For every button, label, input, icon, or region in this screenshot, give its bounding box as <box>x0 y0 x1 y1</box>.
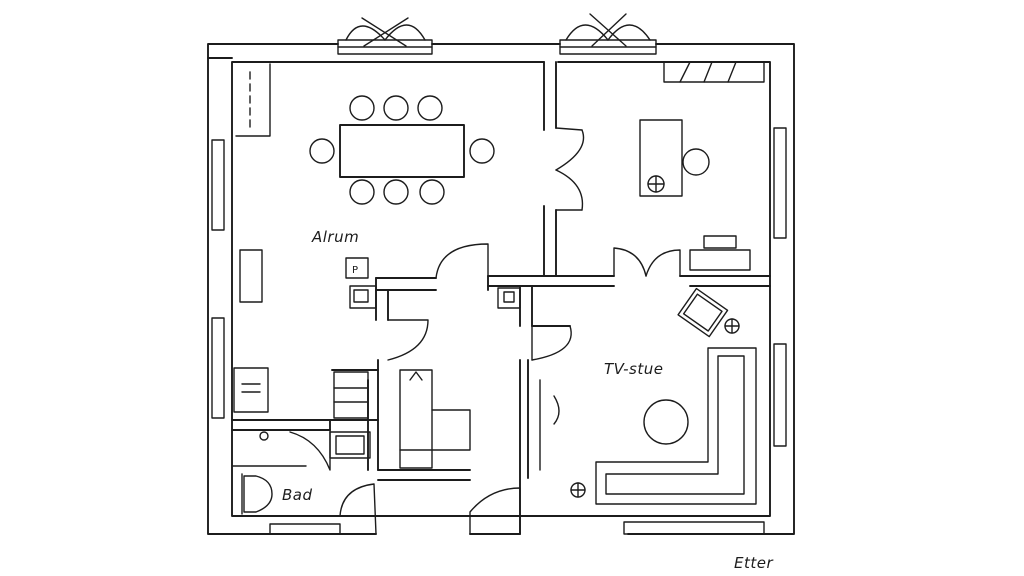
window-icon <box>269 521 765 535</box>
room-label-tvstue: TV-stue <box>604 360 663 378</box>
tv-icon <box>689 235 751 271</box>
toilet-icon <box>241 473 273 515</box>
floor-lamp-icon <box>570 318 740 498</box>
room-label-bad: Bad <box>282 486 313 504</box>
coffee-table-icon <box>643 399 689 445</box>
round-chair-icon <box>682 148 710 176</box>
window-icon <box>559 13 657 55</box>
sink-icon <box>259 431 371 459</box>
window-icon <box>211 127 787 447</box>
door-swing-icon <box>289 127 681 535</box>
kitchen-counter-icon <box>639 61 765 197</box>
round-chair-icon <box>309 95 495 205</box>
table-icon <box>339 124 465 178</box>
room-label-alrum: Alrum <box>311 228 359 246</box>
floor-lamp-icon <box>647 175 665 193</box>
caption-label: Etter <box>734 554 773 572</box>
window-icon <box>337 17 433 55</box>
kitchen-counter-icon <box>233 63 271 413</box>
p-marker-label: P <box>352 265 359 276</box>
armchair-icon <box>677 287 729 338</box>
stair-arrow-icon <box>333 369 471 469</box>
sofa-icon <box>595 347 757 505</box>
outer-walls <box>207 43 795 535</box>
chimney-block <box>345 257 521 309</box>
interior-walls <box>231 61 771 535</box>
